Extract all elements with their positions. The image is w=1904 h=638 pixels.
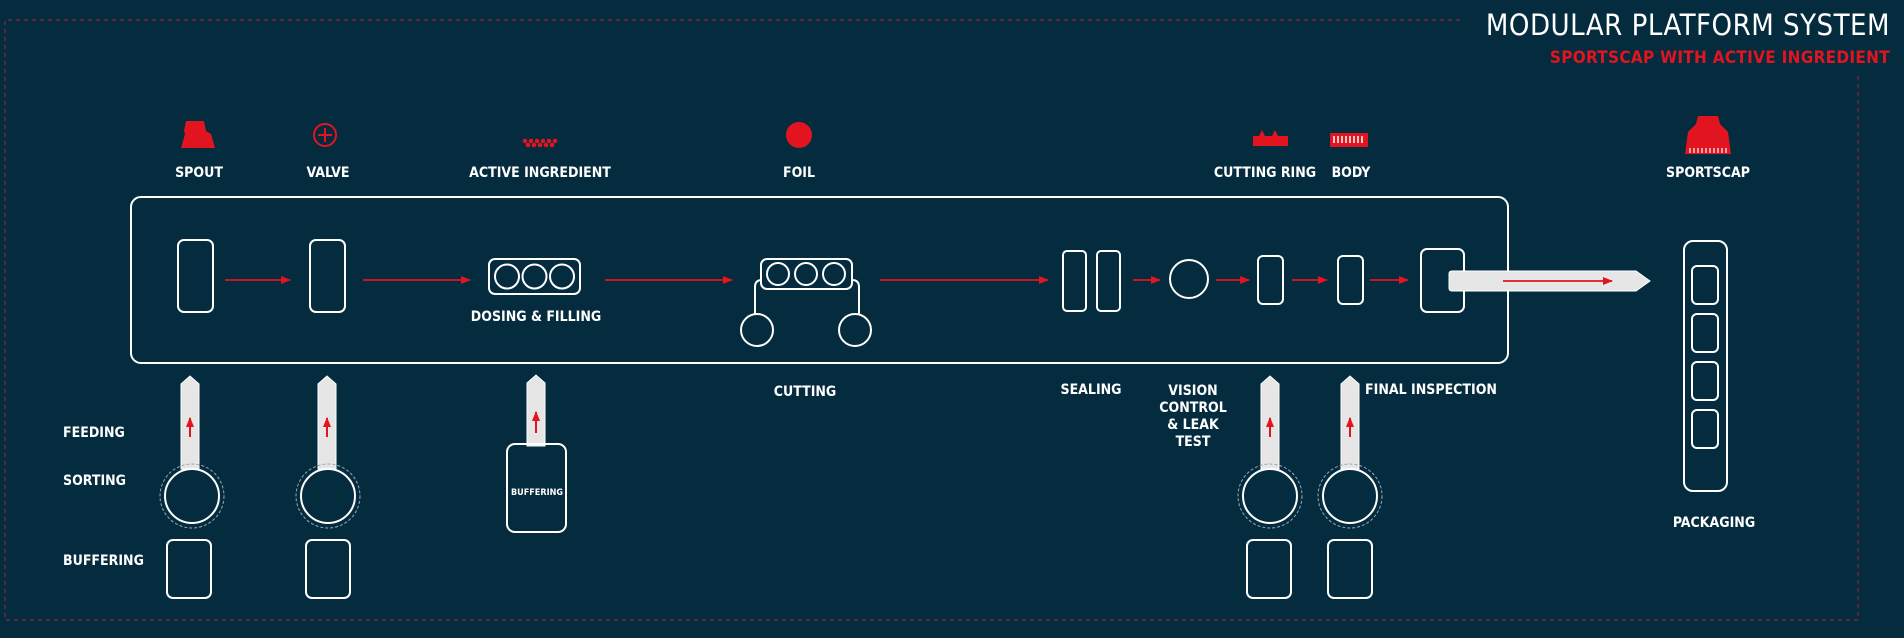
spout-icon: [181, 121, 215, 148]
active-ingredient-icon: [522, 138, 558, 148]
feeder-unit-spout: [159, 375, 225, 599]
vision-label-line-4: TEST: [1175, 434, 1211, 450]
sorting-label: SORTING: [63, 473, 126, 489]
vision-label-line-2: CONTROL: [1159, 400, 1227, 416]
spout-station: [177, 239, 214, 313]
feeder-unit-active-ingredient: [506, 374, 567, 533]
valve-icon: [313, 123, 337, 147]
sportscap-label: SPORTSCAP: [1666, 165, 1750, 181]
foil-icon: [786, 122, 812, 148]
active-ingredient-label: ACTIVE INGREDIENT: [469, 165, 611, 181]
body-label: BODY: [1331, 165, 1371, 181]
final-inspection-label: FINAL INSPECTION: [1365, 382, 1497, 398]
buffer-unit-label: BUFFERING: [510, 488, 564, 498]
dosing-filling-station: [488, 258, 581, 295]
vision-station: [1169, 259, 1209, 299]
feeding-label: FEEDING: [63, 425, 125, 441]
spout-label: SPOUT: [175, 165, 223, 181]
vision-label-line-1: VISION: [1168, 383, 1218, 399]
page-title: MODULAR PLATFORM SYSTEM: [1485, 8, 1890, 42]
feeder-unit-valve: [295, 375, 361, 599]
feeder-unit-body: [1317, 375, 1383, 599]
buffering-label: BUFFERING: [63, 553, 144, 569]
foil-label: FOIL: [782, 165, 816, 181]
sportscap-icon: [1685, 116, 1731, 154]
page-subtitle: SPORTSCAP WITH ACTIVE INGREDIENT: [1549, 48, 1890, 68]
packaging-unit: [1683, 240, 1728, 492]
sealing-label: SEALING: [1060, 382, 1122, 398]
body-icon: [1330, 133, 1368, 147]
cutting-ring-label: CUTTING RING: [1213, 165, 1317, 181]
cutting-label: CUTTING: [773, 384, 837, 400]
vision-label-line-3: & LEAK: [1167, 417, 1219, 433]
dosing-filling-label: DOSING & FILLING: [470, 309, 602, 325]
cutting-ring-station: [1257, 255, 1284, 305]
valve-station: [309, 239, 346, 313]
sealing-station: [1062, 250, 1121, 312]
feeder-unit-cutting-ring: [1237, 375, 1303, 599]
packaging-label: PACKAGING: [1672, 515, 1756, 531]
dashed-frame: [4, 19, 1859, 621]
cutting-station: [740, 258, 872, 347]
body-station: [1337, 255, 1364, 305]
valve-label: VALVE: [306, 165, 350, 181]
cutting-ring-icon: [1253, 130, 1288, 146]
